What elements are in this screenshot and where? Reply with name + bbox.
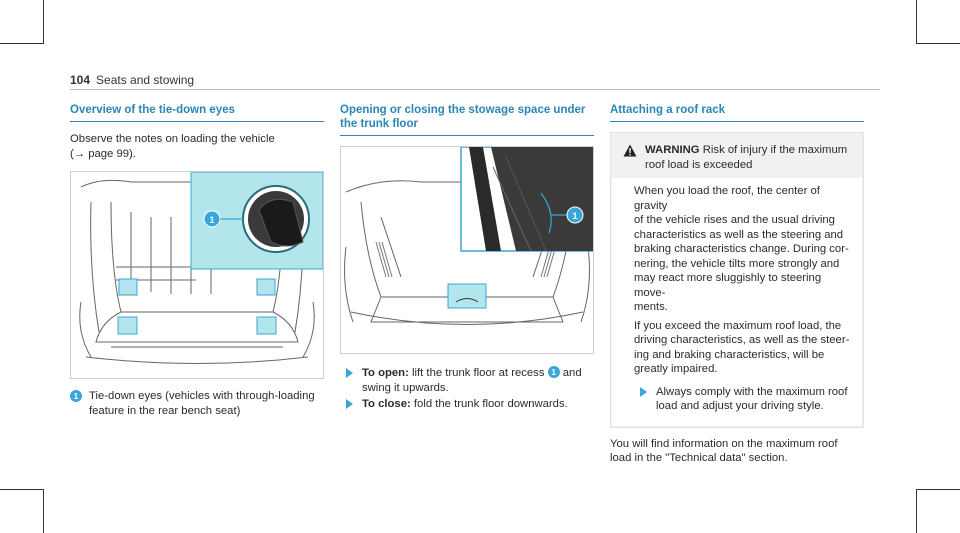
header-rule [70, 89, 880, 90]
column-tie-down-eyes: Overview of the tie-down eyes Observe th… [70, 103, 324, 418]
crop-mark [916, 489, 917, 533]
warning-paragraph: When you load the roof, the center of gr… [634, 185, 849, 313]
close-step: To close: fold the trunk floor downwards… [340, 397, 594, 412]
tie-down-eyes-illustration: 1 [70, 171, 324, 379]
column-roof-rack: Attaching a roof rack WARNING Risk of in… [610, 103, 864, 466]
step-arrow-icon [640, 386, 647, 397]
callout-badge: 1 [547, 366, 560, 378]
page-header: 104 Seats and stowing [70, 73, 194, 87]
step-arrow-icon [346, 368, 353, 378]
crop-mark [0, 489, 44, 490]
section-heading: Overview of the tie-down eyes [70, 104, 235, 116]
page-number: 104 [70, 73, 91, 87]
column-stowage-space: Opening or closing the stowage space und… [340, 103, 594, 412]
crop-mark [43, 489, 44, 533]
step-arrow-icon [346, 399, 353, 409]
figure-callout: 1 [572, 211, 577, 221]
callout-badge: 1 [70, 390, 82, 402]
section-heading: Attaching a roof rack [610, 104, 726, 116]
crop-mark [916, 0, 917, 44]
warning-paragraph: If you exceed the maximum roof load, the… [634, 319, 850, 376]
crop-mark [916, 489, 960, 490]
heading-rule [610, 121, 864, 122]
legend-item: 1 Tie-down eyes (vehicles with through-l… [70, 389, 324, 418]
intro-text: Observe the notes on loading the vehicle… [70, 133, 275, 160]
figure-callout: 1 [209, 215, 214, 225]
warning-body: When you load the roof, the center of gr… [612, 178, 862, 426]
trunk-floor-illustration: 1 [340, 146, 594, 354]
open-step: To open: lift the trunk floor at recess … [340, 366, 594, 395]
heading-rule [70, 121, 324, 122]
heading-rule [340, 135, 594, 136]
page-reference-link[interactable]: (→ page 99). [70, 147, 136, 160]
warning-triangle-icon [623, 144, 645, 172]
crop-mark [43, 0, 44, 44]
trunk-drawing: 1 [344, 147, 593, 325]
crop-mark [0, 43, 44, 44]
crop-mark [916, 43, 960, 44]
section-title: Seats and stowing [96, 73, 195, 87]
rear-car-drawing: 1 [79, 172, 323, 364]
section-heading: Opening or closing the stowage space und… [340, 104, 586, 130]
technical-data-note: You will find information on the maximum… [610, 437, 838, 465]
warning-label: WARNING [645, 144, 700, 156]
